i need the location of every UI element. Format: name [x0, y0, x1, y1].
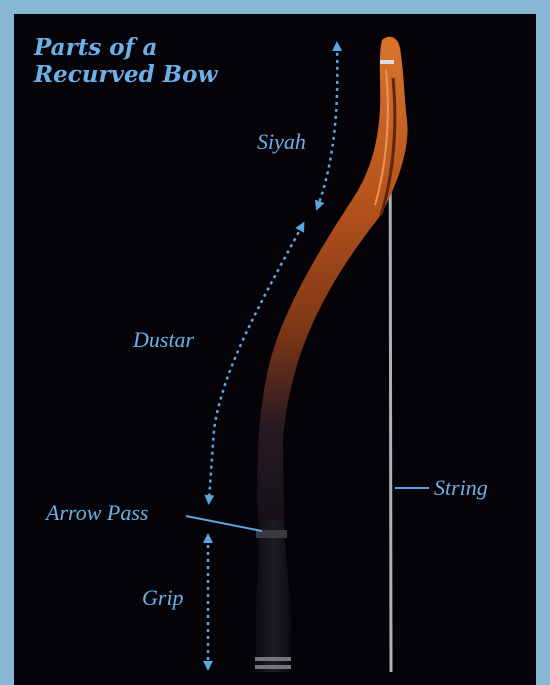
title-line-1: Parts of a: [34, 34, 217, 61]
diagram-title: Parts of a Recurved Bow: [34, 34, 217, 88]
label-grip: Grip: [142, 585, 184, 611]
label-string: String: [434, 475, 488, 501]
siyah-arrow: [318, 46, 337, 206]
label-siyah: Siyah: [257, 129, 306, 155]
label-arrow-pass: Arrow Pass: [46, 500, 148, 526]
label-dustar: Dustar: [133, 327, 194, 353]
bow-limb: [257, 37, 407, 520]
string-nock: [380, 60, 394, 64]
grip-band: [255, 657, 291, 661]
grip-band: [255, 665, 291, 669]
arrow-pass-leader: [186, 516, 262, 531]
title-line-2: Recurved Bow: [34, 61, 217, 88]
bow-grip: [256, 520, 291, 672]
